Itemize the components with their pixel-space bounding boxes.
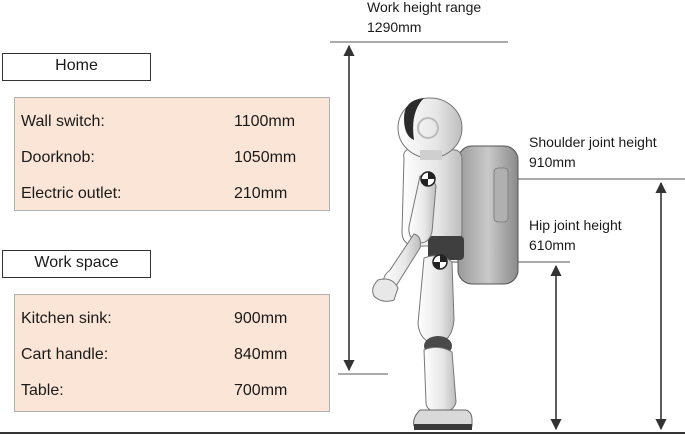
work-height-range-label: Work height range — [367, 0, 482, 15]
home-item-label: Wall switch: — [21, 113, 105, 130]
work-item-cart-handle: Cart handle: 840mm — [15, 337, 329, 373]
work-item-kitchen-sink: Kitchen sink: 900mm — [15, 301, 329, 337]
shoulder-joint-height-label: Shoulder joint height — [529, 134, 657, 150]
work-item-value: 700mm — [234, 382, 288, 399]
home-item-label: Doorknob: — [21, 149, 95, 166]
home-item-doorknob: Doorknob: 1050mm — [15, 140, 329, 176]
home-item-value: 1100mm — [234, 113, 296, 130]
home-item-wall-switch: Wall switch: 1100mm — [15, 104, 329, 140]
home-section-header: Home — [2, 53, 151, 81]
work-item-label: Cart handle: — [21, 346, 109, 363]
shoulder-joint-height-value: 910mm — [529, 154, 576, 170]
work-item-value: 900mm — [234, 310, 288, 327]
work-item-label: Kitchen sink: — [21, 310, 112, 327]
work-item-label: Table: — [21, 382, 64, 399]
home-item-label: Electric outlet: — [21, 185, 122, 202]
hip-joint-height-value: 610mm — [529, 237, 576, 253]
work-height-range-value: 1290mm — [367, 19, 422, 35]
home-heights-box: Wall switch: 1100mm Doorknob: 1050mm Ele… — [14, 97, 330, 211]
work-item-table: Table: 700mm — [15, 373, 329, 409]
work-space-heights-box: Kitchen sink: 900mm Cart handle: 840mm T… — [14, 294, 330, 412]
humanoid-robot-side-view-icon — [372, 97, 519, 430]
hip-joint-height-label: Hip joint height — [529, 217, 622, 233]
home-item-value: 1050mm — [234, 149, 297, 166]
work-item-value: 840mm — [234, 346, 288, 363]
home-item-value: 210mm — [234, 185, 288, 202]
work-space-section-header: Work space — [2, 250, 151, 278]
home-item-electric-outlet: Electric outlet: 210mm — [15, 176, 329, 212]
